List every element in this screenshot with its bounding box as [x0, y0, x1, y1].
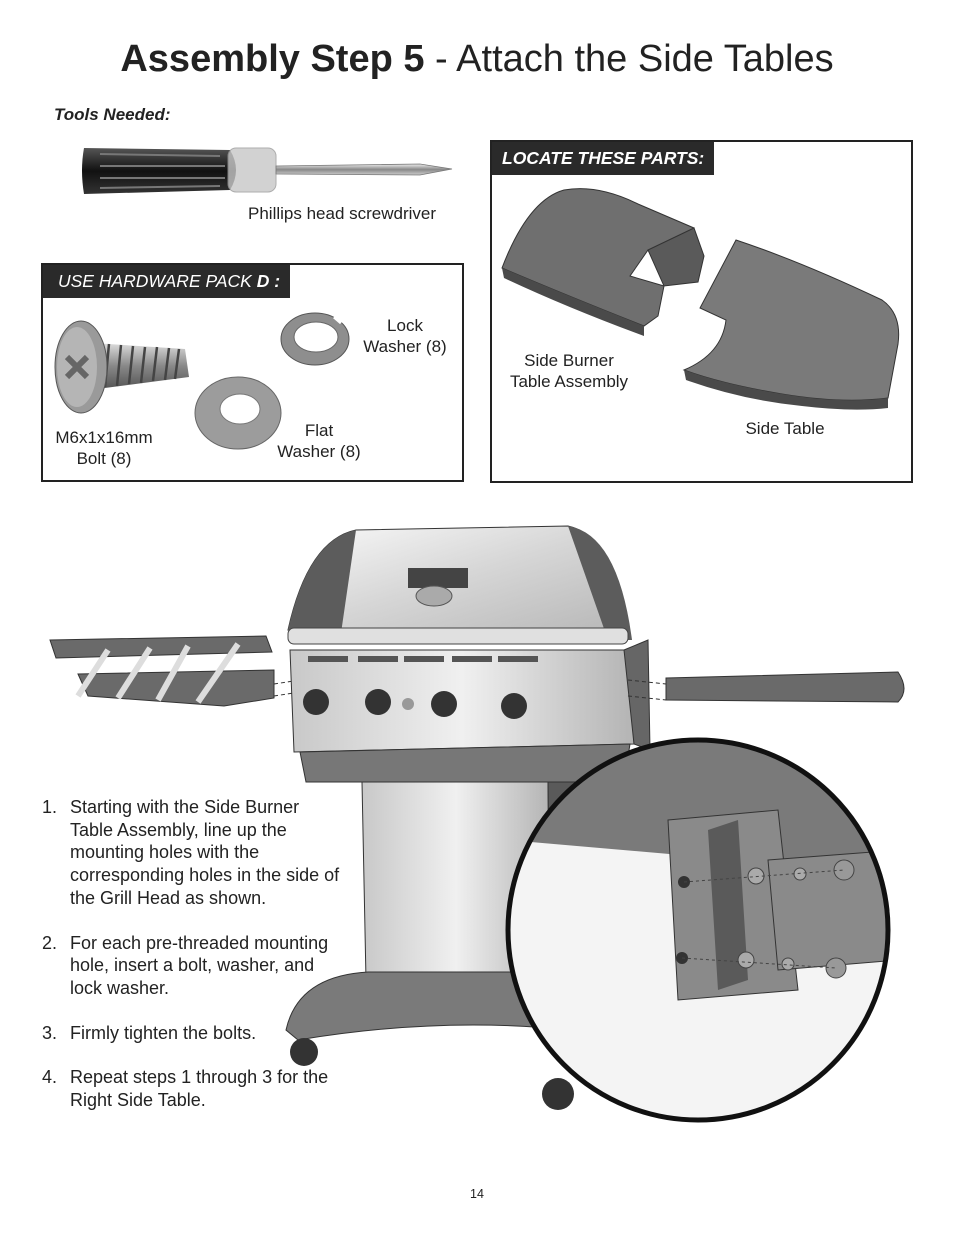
tools-needed-label: Tools Needed:: [54, 105, 171, 124]
step-2-text: For each pre-threaded mounting hole, ins…: [70, 932, 329, 998]
lock-washer-caption-line2: Washer (8): [363, 337, 447, 356]
hardware-header: USE HARDWARE PACK D :: [43, 265, 291, 298]
side-burner-table-image: [501, 188, 705, 336]
lock-washer-icon: [280, 312, 350, 366]
assembly-steps: 1. Starting with the Side Burner Table As…: [42, 796, 342, 1134]
step-1: 1. Starting with the Side Burner Table As…: [42, 796, 342, 910]
grill-illustration: [49, 525, 905, 1123]
flat-washer-caption-line2: Washer (8): [277, 442, 361, 461]
step-2-number: 2.: [42, 932, 58, 953]
screwdriver-icon: [82, 147, 453, 194]
flat-washer-icon: [194, 376, 282, 450]
step-1-text: Starting with the Side Burner Table Asse…: [70, 797, 340, 908]
screwdriver-caption: Phillips head screwdriver: [248, 204, 437, 223]
step-4-number: 4.: [42, 1067, 58, 1088]
hardware-header-prefix: USE HARDWARE PACK: [58, 271, 257, 291]
side-burner-caption: Side Burner Table Assembly: [496, 350, 642, 392]
lock-washer-caption: Lock Washer (8): [355, 315, 455, 357]
bolt-caption-line1: M6x1x16mm: [55, 428, 153, 447]
hardware-panel: USE HARDWARE PACK D : M6x1x16mm Bolt (8)…: [41, 263, 464, 482]
parts-header: LOCATE THESE PARTS:: [492, 142, 715, 175]
flat-washer-caption-line1: Flat: [304, 421, 334, 440]
page-number: 14: [470, 1187, 484, 1201]
side-burner-caption-line1: Side Burner: [524, 351, 614, 370]
side-table-image: [682, 239, 900, 410]
page-title: Assembly Step 5 - Attach the Side Tables: [0, 38, 954, 81]
bolt-caption: M6x1x16mm Bolt (8): [49, 427, 159, 469]
step-4: 4. Repeat steps 1 through 3 for the Right…: [42, 1066, 342, 1111]
side-burner-caption-line2: Table Assembly: [509, 372, 629, 391]
flat-washer-caption: Flat Washer (8): [269, 420, 369, 462]
lock-washer-caption-line1: Lock: [387, 316, 423, 335]
step-4-text: Repeat steps 1 through 3 for the Right S…: [70, 1067, 329, 1111]
step-3-number: 3.: [42, 1022, 58, 1043]
side-table-caption: Side Table: [745, 419, 825, 438]
bolt-icon: [54, 320, 189, 414]
step-2: 2. For each pre-threaded mounting hole, i…: [42, 932, 342, 1000]
parts-panel: LOCATE THESE PARTS: Side Burner Table As…: [490, 140, 913, 483]
step-3-text: Firmly tighten the bolts.: [70, 1022, 257, 1043]
step-1-number: 1.: [42, 797, 58, 817]
title-bold: Assembly Step 5: [120, 38, 425, 80]
step-3: 3. Firmly tighten the bolts.: [42, 1022, 342, 1045]
bolt-caption-line2: Bolt (8): [76, 449, 132, 468]
title-rest: - Attach the Side Tables: [424, 38, 834, 80]
hardware-header-letter: D :: [256, 271, 281, 291]
